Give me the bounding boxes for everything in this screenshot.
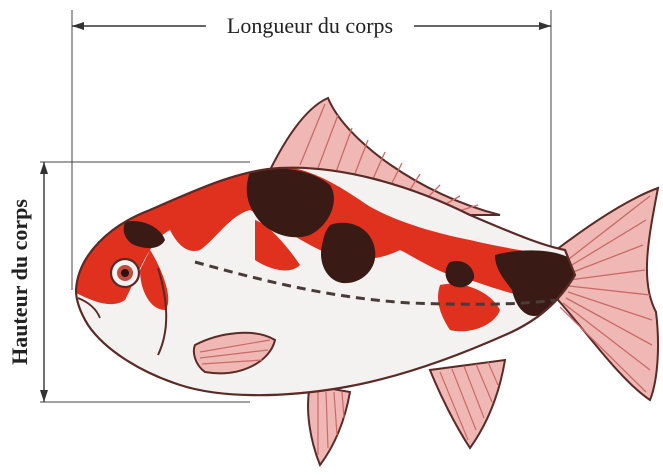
length-label: Longueur du corps xyxy=(227,13,393,38)
height-arrowhead-bottom xyxy=(40,390,48,402)
koi-fish-illustration xyxy=(70,98,658,465)
height-arrowhead-top xyxy=(40,162,48,174)
pelvic-fin xyxy=(308,385,350,465)
height-label: Hauteur du corps xyxy=(7,199,32,365)
anal-fin xyxy=(430,360,505,448)
eye xyxy=(111,259,139,287)
length-arrowhead-right xyxy=(539,22,551,30)
tail-fin xyxy=(556,188,658,400)
length-arrowhead-left xyxy=(72,22,84,30)
